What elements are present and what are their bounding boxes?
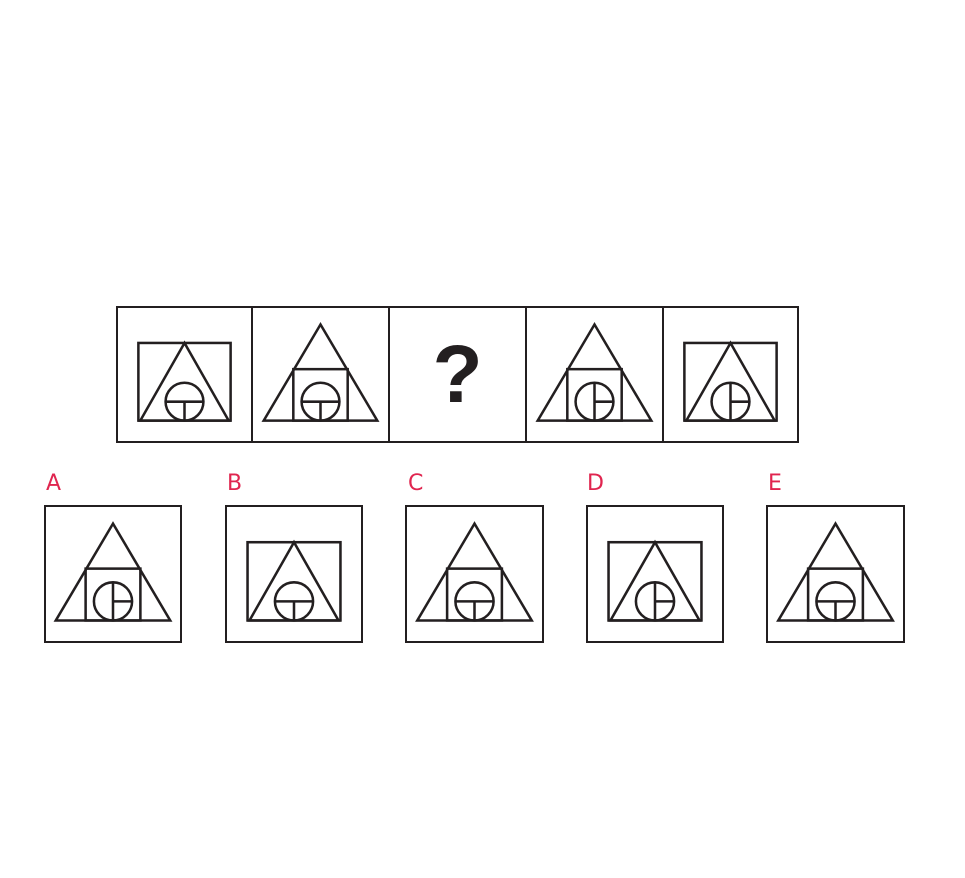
option-c[interactable] (405, 505, 544, 643)
option-label-a: A (46, 471, 62, 496)
option-b[interactable] (225, 505, 363, 643)
rectangle-triangle-figure (683, 340, 778, 422)
rectangle-triangle-figure (246, 539, 342, 622)
question-mark: ? (432, 328, 483, 420)
rectangle-triangle-figure (137, 340, 232, 422)
rectangle-triangle-figure (607, 539, 703, 622)
sequence-cell-3: ? (388, 306, 527, 443)
triangle-square-figure (535, 322, 654, 422)
triangle-square-figure (415, 521, 534, 622)
sequence-cell-1 (116, 306, 253, 443)
option-label-b: B (227, 471, 243, 496)
triangle-square-figure (776, 521, 895, 622)
option-label-d: D (587, 471, 604, 496)
option-label-e: E (768, 471, 782, 496)
option-d[interactable] (586, 505, 724, 643)
triangle-square-figure (53, 521, 173, 622)
option-e[interactable] (766, 505, 905, 643)
option-a[interactable] (44, 505, 182, 643)
option-label-c: C (408, 471, 424, 496)
triangle-square-figure (261, 322, 380, 422)
sequence-cell-5 (662, 306, 799, 443)
sequence-cell-4 (525, 306, 664, 443)
sequence-cell-2 (251, 306, 390, 443)
